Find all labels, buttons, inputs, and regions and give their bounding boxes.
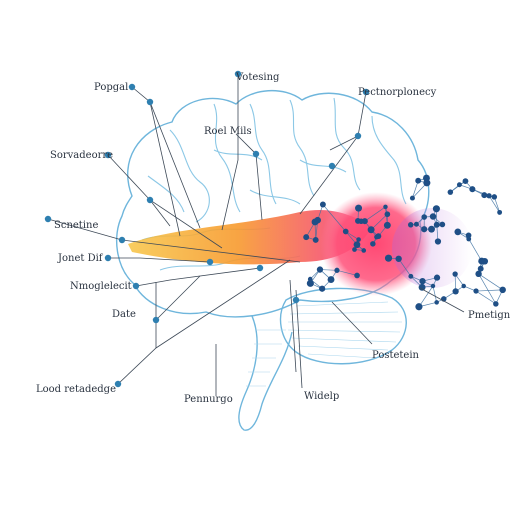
network-node — [358, 218, 364, 225]
label-pmetign: Pmetign — [468, 310, 511, 321]
network-node — [408, 273, 414, 279]
network-node — [383, 221, 391, 229]
network-node — [395, 255, 402, 262]
network-node — [375, 233, 382, 240]
network-node — [499, 286, 506, 294]
label-scnetine: Scnetine — [54, 220, 98, 231]
network-node — [367, 226, 375, 234]
network-node — [327, 276, 335, 284]
label-sorvadeorre: Sorvadeorre — [50, 150, 113, 161]
activation-flow — [128, 192, 472, 296]
network-node — [316, 266, 324, 273]
network-node — [439, 221, 446, 228]
brainstem-outline — [238, 315, 293, 431]
network-node — [407, 222, 414, 228]
network-node — [428, 225, 435, 233]
network-node — [415, 177, 422, 184]
network-node — [447, 189, 454, 195]
network-node — [370, 241, 376, 247]
network-node — [312, 237, 319, 243]
label-widelp: Widelp — [304, 391, 339, 402]
network-node — [432, 205, 440, 213]
network-node — [418, 283, 426, 291]
network-node — [361, 248, 367, 253]
network-node — [454, 228, 462, 236]
network-node — [465, 232, 472, 239]
network-node — [481, 192, 488, 199]
network-node — [469, 186, 476, 193]
network-node — [452, 271, 458, 277]
network-node — [462, 178, 469, 185]
label-postetenn: Postetein — [372, 350, 420, 361]
network-node — [314, 216, 321, 224]
network-node — [383, 204, 388, 210]
network-node — [306, 279, 314, 287]
label-pectinoplonecy: Pectnorplonecy — [358, 87, 437, 98]
network-node — [433, 221, 440, 228]
network-node — [413, 221, 419, 227]
activation-streak — [128, 209, 372, 265]
network-node — [353, 241, 361, 248]
network-node — [497, 209, 503, 215]
label-lood-retadeoge: Lood retadedge — [36, 384, 116, 395]
network-node — [466, 236, 472, 242]
network-node — [421, 214, 428, 220]
network-node — [352, 247, 357, 252]
network-node — [491, 194, 498, 200]
network-node — [478, 257, 486, 265]
neural-network — [303, 174, 506, 311]
region-labels: Popgal Votesing Pectnorplonecy Roel Mils… — [36, 72, 511, 405]
network-node — [473, 288, 479, 294]
network-node — [384, 211, 391, 218]
network-node — [409, 195, 415, 201]
network-node — [303, 234, 310, 241]
network-node — [493, 301, 499, 307]
network-node — [429, 213, 437, 220]
network-node — [384, 254, 393, 262]
network-node — [319, 201, 326, 208]
network-node — [461, 283, 466, 289]
label-popgal: Popgal — [94, 82, 128, 93]
label-jonet-dif: Jonet Dif — [57, 253, 104, 264]
network-node — [452, 288, 459, 295]
label-pennugo: Pennurgo — [184, 394, 233, 405]
network-node — [342, 228, 349, 235]
network-node — [354, 272, 360, 279]
network-node — [355, 204, 363, 212]
network-node — [334, 267, 340, 273]
label-date: Date — [112, 309, 136, 320]
network-node — [319, 285, 326, 292]
network-node — [421, 226, 428, 233]
label-roel-mils: Roel Mils — [204, 126, 252, 137]
network-node — [434, 238, 442, 245]
network-node — [434, 300, 439, 305]
label-nomoglelecit: Nmoglelecit — [70, 281, 132, 292]
label-votesing: Votesing — [235, 72, 280, 83]
label-anchor-dots — [44, 70, 370, 388]
brainstem — [238, 315, 293, 431]
network-node — [356, 237, 361, 242]
network-node — [475, 270, 482, 278]
network-node — [456, 182, 462, 188]
network-node — [415, 303, 423, 311]
network-node — [486, 193, 492, 199]
network-node — [419, 277, 426, 285]
network-node — [477, 265, 484, 272]
network-node — [430, 283, 436, 289]
network-node — [433, 274, 441, 281]
network-node — [422, 174, 430, 182]
